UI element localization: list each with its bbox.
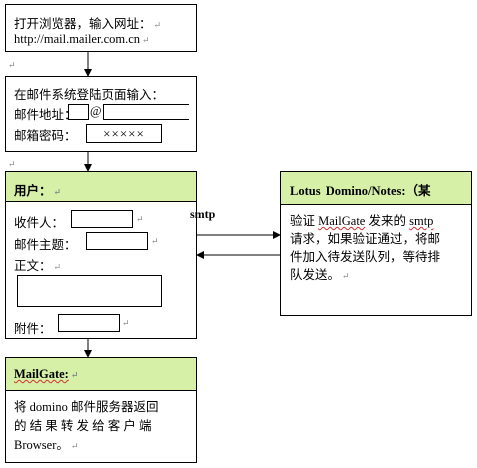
password-field[interactable]: ×××××: [86, 124, 162, 143]
at-sign: @: [90, 104, 102, 118]
password-mask: ×××××: [103, 126, 145, 141]
subject-label: 邮件主题：: [14, 238, 77, 252]
lotus-domino-box: Lotus Domino/Notes:（某 验证 MailGate 发来的 sm…: [280, 171, 472, 316]
user-compose-box: 用户：↵ 收件人： ↵ 邮件主题： ↵ 正文：↵ 附件： ↵: [5, 171, 197, 339]
step1-box: 打开浏览器，输入网址：↵ http://mail.mailer.com.cn↵: [5, 4, 197, 52]
attachment-field[interactable]: [58, 314, 120, 332]
mailgate-title: MailGate:: [14, 367, 69, 381]
step1-url: http://mail.mailer.com.cn: [14, 32, 141, 46]
address-domain-field[interactable]: [103, 104, 189, 120]
lotus-description: 验证 MailGate 发来的 smtp 请求，如果验证通过，将邮 件加入待发送…: [290, 214, 441, 282]
attachment-label: 附件：: [14, 322, 52, 336]
smtp-connector-label: smtp: [190, 207, 216, 221]
recipient-label: 收件人：: [14, 216, 65, 230]
password-label: 邮箱密码：: [14, 129, 77, 143]
body-label: 正文：: [14, 259, 52, 273]
step1-line1: 打开浏览器，输入网址：: [14, 17, 152, 31]
user-title: 用户：: [14, 184, 52, 198]
user-header: 用户：↵: [6, 172, 196, 202]
lotus-title: Lotus Domino/Notes:（某: [290, 184, 431, 198]
lotus-header: Lotus Domino/Notes:（某: [281, 172, 471, 205]
mailgate-description: 将 domino 邮件服务器返回 的 结 果 转 发 给 客 户 端 Brows…: [14, 400, 159, 452]
address-label: 邮件地址：: [14, 108, 77, 122]
mailgate-box: MailGate:↵ 将 domino 邮件服务器返回 的 结 果 转 发 给 …: [5, 357, 197, 463]
subject-field[interactable]: [86, 232, 148, 250]
recipient-field[interactable]: [71, 210, 133, 228]
body-textarea[interactable]: [17, 275, 162, 307]
address-user-field[interactable]: [68, 104, 89, 120]
mailgate-header: MailGate:↵: [6, 358, 196, 391]
step2-login-box: 在邮件系统登陆页面输入： 邮件地址： @ 邮箱密码： ×××××: [5, 76, 197, 152]
login-title: 在邮件系统登陆页面输入：: [14, 88, 165, 102]
